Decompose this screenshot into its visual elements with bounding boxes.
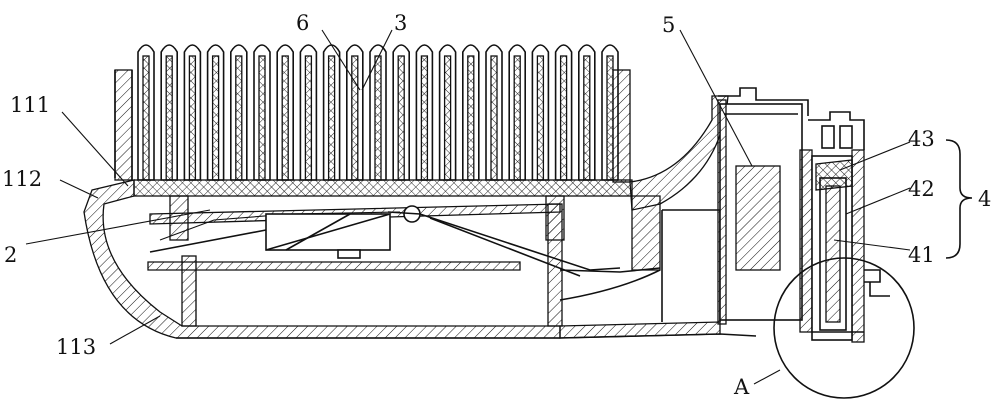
label-3: 3 (394, 11, 407, 35)
fin-core (559, 55, 568, 181)
fin-core (490, 55, 498, 181)
fin-core (142, 55, 150, 181)
label-42: 42 (908, 177, 935, 201)
label-112: 112 (2, 167, 42, 191)
fin-core (443, 55, 452, 181)
heat-sink-fins (137, 44, 619, 181)
fin-core (165, 55, 173, 181)
plate-assembly (149, 195, 621, 277)
label-111: 111 (10, 93, 50, 117)
fin-core (420, 55, 429, 181)
label-113: 113 (56, 335, 96, 359)
fin-core (235, 55, 243, 181)
detail-circle-a (773, 257, 915, 399)
fin-core (188, 55, 197, 181)
component-5-box (717, 87, 809, 325)
fin-core (606, 55, 614, 181)
outer-housing (83, 95, 757, 339)
fin-core (304, 55, 313, 181)
label-5: 5 (662, 13, 675, 37)
group-4-brace (945, 139, 973, 259)
fin-core (374, 55, 382, 181)
fin-core (397, 55, 405, 181)
leader-lines (25, 29, 911, 385)
middle-frame (559, 195, 721, 322)
fin-core (258, 55, 266, 181)
label-41: 41 (908, 243, 935, 267)
label-4: 4 (978, 187, 991, 211)
fin-core (211, 55, 220, 181)
fin-core (467, 55, 475, 181)
label-6: 6 (296, 11, 309, 35)
fin-core (583, 55, 591, 181)
label-a: A (733, 375, 750, 399)
fin-core (513, 55, 521, 181)
label-43: 43 (908, 127, 935, 151)
heat-sink-base (114, 69, 633, 197)
component-4-module (799, 111, 890, 343)
fin-core (281, 55, 289, 181)
fin-core (351, 55, 359, 181)
fin-core (327, 55, 336, 181)
reference-labels: 6 3 5 111 112 2 113 43 42 41 4 A (2, 11, 991, 399)
fin-core (536, 55, 545, 181)
label-2: 2 (4, 243, 17, 267)
